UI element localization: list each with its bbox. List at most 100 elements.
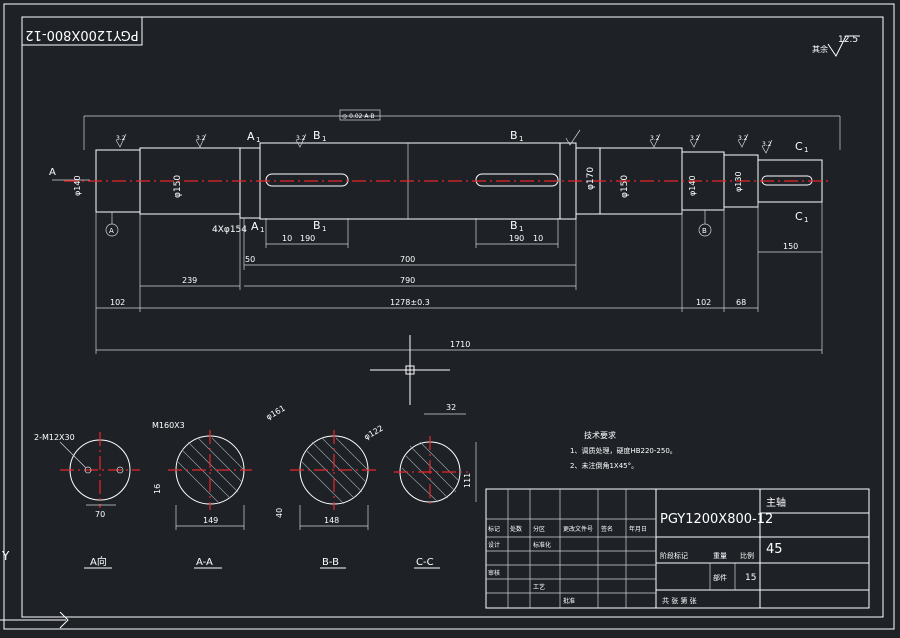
svg-text:◎ 0.02 A-B: ◎ 0.02 A-B xyxy=(342,113,374,120)
svg-text:主轴: 主轴 xyxy=(766,496,786,509)
svg-text:B: B xyxy=(510,129,518,142)
svg-text:3.2: 3.2 xyxy=(690,135,700,142)
svg-text:1: 1 xyxy=(256,136,260,144)
svg-text:φ122: φ122 xyxy=(363,424,385,442)
outer-border xyxy=(3,3,895,630)
svg-text:1710: 1710 xyxy=(450,340,470,349)
svg-text:A-A: A-A xyxy=(196,557,213,568)
section-view-aa: M160X3 149 16 A-A xyxy=(152,421,252,569)
svg-text:3.2: 3.2 xyxy=(650,135,660,142)
svg-text:标记: 标记 xyxy=(488,525,500,533)
drawing-stamp: PGY1200X800-12 xyxy=(21,16,143,46)
svg-text:3.2: 3.2 xyxy=(738,135,748,142)
svg-text:B: B xyxy=(313,129,321,142)
svg-text:1: 1 xyxy=(804,146,808,154)
svg-text:1、调质处理，硬度HB220-250。: 1、调质处理，硬度HB220-250。 xyxy=(570,446,677,455)
svg-text:更改文件号: 更改文件号 xyxy=(563,525,593,533)
svg-text:φ150: φ150 xyxy=(173,175,183,198)
svg-text:190: 190 xyxy=(300,234,315,243)
svg-text:共 张 第 张: 共 张 第 张 xyxy=(662,596,697,605)
svg-text:1: 1 xyxy=(260,226,264,234)
svg-text:年月日: 年月日 xyxy=(629,525,647,533)
svg-text:32: 32 xyxy=(446,403,456,412)
svg-text:技术要求: 技术要求 xyxy=(584,430,616,440)
svg-text:批准: 批准 xyxy=(563,597,575,605)
svg-text:设计: 设计 xyxy=(488,541,500,549)
svg-text:40: 40 xyxy=(275,508,284,518)
svg-text:1: 1 xyxy=(322,135,326,143)
keyway-right xyxy=(475,173,559,187)
svg-text:M160X3: M160X3 xyxy=(152,421,185,430)
svg-text:3.2: 3.2 xyxy=(296,135,306,142)
svg-text:B: B xyxy=(702,227,707,235)
svg-text:3.2: 3.2 xyxy=(196,135,206,142)
keyway-left xyxy=(265,173,349,187)
title-block: PGY1200X800-12 主轴 45 标记 处数 分区 更改文件号 签名 年… xyxy=(485,488,870,609)
svg-text:处数: 处数 xyxy=(510,525,522,533)
svg-text:10: 10 xyxy=(533,234,543,243)
svg-text:3.2: 3.2 xyxy=(116,135,126,142)
svg-text:B: B xyxy=(313,219,321,232)
svg-text:3.2: 3.2 xyxy=(762,141,772,148)
svg-text:C-C: C-C xyxy=(416,557,434,568)
svg-text:4Xφ154: 4Xφ154 xyxy=(212,225,247,235)
svg-text:φ140: φ140 xyxy=(73,175,82,196)
svg-text:12.5: 12.5 xyxy=(838,35,858,45)
svg-text:45: 45 xyxy=(766,542,783,557)
ucs-icon: Y xyxy=(0,549,69,629)
label-a-left: A xyxy=(49,167,56,178)
svg-text:比例: 比例 xyxy=(740,551,754,560)
svg-text:1278±0.3: 1278±0.3 xyxy=(390,298,430,307)
svg-text:C: C xyxy=(795,210,803,223)
svg-text:φ161: φ161 xyxy=(265,404,287,422)
svg-text:重量: 重量 xyxy=(713,552,727,560)
svg-text:149: 149 xyxy=(203,516,218,525)
svg-text:B-B: B-B xyxy=(322,557,339,568)
svg-text:标准化: 标准化 xyxy=(533,541,551,549)
svg-text:150: 150 xyxy=(783,242,798,251)
section-view-a: 2-M12X30 70 A向 xyxy=(34,432,140,569)
svg-text:PGY1200X800-12: PGY1200X800-12 xyxy=(660,512,773,527)
svg-text:A向: A向 xyxy=(90,555,107,568)
svg-text:148: 148 xyxy=(324,516,339,525)
inner-border xyxy=(21,16,884,618)
svg-text:C: C xyxy=(795,140,803,153)
svg-text:700: 700 xyxy=(400,255,415,264)
svg-text:签名: 签名 xyxy=(601,525,613,533)
svg-text:1: 1 xyxy=(804,216,808,224)
svg-text:70: 70 xyxy=(95,510,105,519)
svg-text:φ140: φ140 xyxy=(688,175,697,196)
svg-text:102: 102 xyxy=(696,298,711,307)
technical-notes: 技术要求 1、调质处理，硬度HB220-250。 2、未注倒角1X45°。 xyxy=(570,430,677,470)
svg-text:16: 16 xyxy=(153,484,162,494)
svg-text:2、未注倒角1X45°。: 2、未注倒角1X45°。 xyxy=(570,461,638,470)
shaft-main-view: A A 1 A 1 B 1 B 1 B 1 B 1 xyxy=(49,109,841,354)
svg-text:68: 68 xyxy=(736,298,746,307)
svg-text:Y: Y xyxy=(1,549,10,563)
svg-text:10: 10 xyxy=(282,234,292,243)
svg-text:102: 102 xyxy=(110,298,125,307)
section-view-cc: φ122 32 111 C-C xyxy=(363,403,477,569)
svg-text:部件: 部件 xyxy=(713,573,727,582)
crosshair-cursor xyxy=(370,335,450,405)
svg-text:A: A xyxy=(109,227,114,235)
svg-text:15: 15 xyxy=(745,573,756,583)
svg-text:A: A xyxy=(247,130,255,143)
svg-text:1: 1 xyxy=(322,225,326,233)
svg-text:审核: 审核 xyxy=(488,569,500,577)
svg-text:B: B xyxy=(510,219,518,232)
svg-text:1: 1 xyxy=(519,135,523,143)
svg-text:其余: 其余 xyxy=(812,44,828,54)
svg-text:φ150: φ150 xyxy=(620,175,630,198)
svg-text:阶段标记: 阶段标记 xyxy=(660,551,688,560)
svg-text:分区: 分区 xyxy=(533,525,545,533)
svg-text:1: 1 xyxy=(519,225,523,233)
svg-text:φ130: φ130 xyxy=(734,171,743,192)
roughness-general: 其余 12.5 xyxy=(812,35,860,57)
svg-text:φ170: φ170 xyxy=(586,167,596,190)
svg-text:50: 50 xyxy=(245,255,255,264)
section-view-bb: φ161 148 40 B-B xyxy=(265,404,378,569)
shaft-seg-3 xyxy=(239,147,261,219)
svg-text:190: 190 xyxy=(509,234,524,243)
